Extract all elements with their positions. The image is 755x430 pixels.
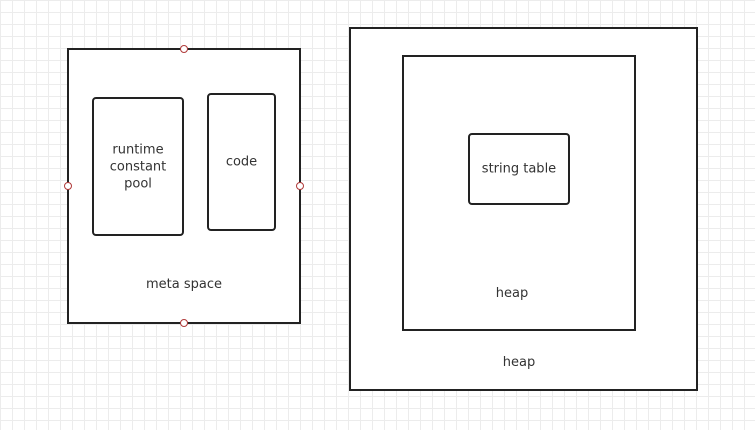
heap-inner-label: heap [495, 286, 529, 301]
resize-handle-bottom[interactable] [180, 319, 188, 327]
resize-handle-top[interactable] [180, 45, 188, 53]
metaspace-label: meta space [146, 277, 222, 292]
resize-handle-right[interactable] [296, 182, 304, 190]
code-label: code [225, 154, 258, 170]
string-table-label: string table [481, 161, 557, 177]
runtime-constant-pool-label: runtime constant pool [109, 142, 167, 191]
resize-handle-left[interactable] [64, 182, 72, 190]
code-box[interactable]: code [207, 93, 276, 231]
heap-outer-label: heap [502, 355, 536, 370]
runtime-constant-pool-box[interactable]: runtime constant pool [92, 97, 184, 236]
string-table-box[interactable]: string table [468, 133, 570, 205]
